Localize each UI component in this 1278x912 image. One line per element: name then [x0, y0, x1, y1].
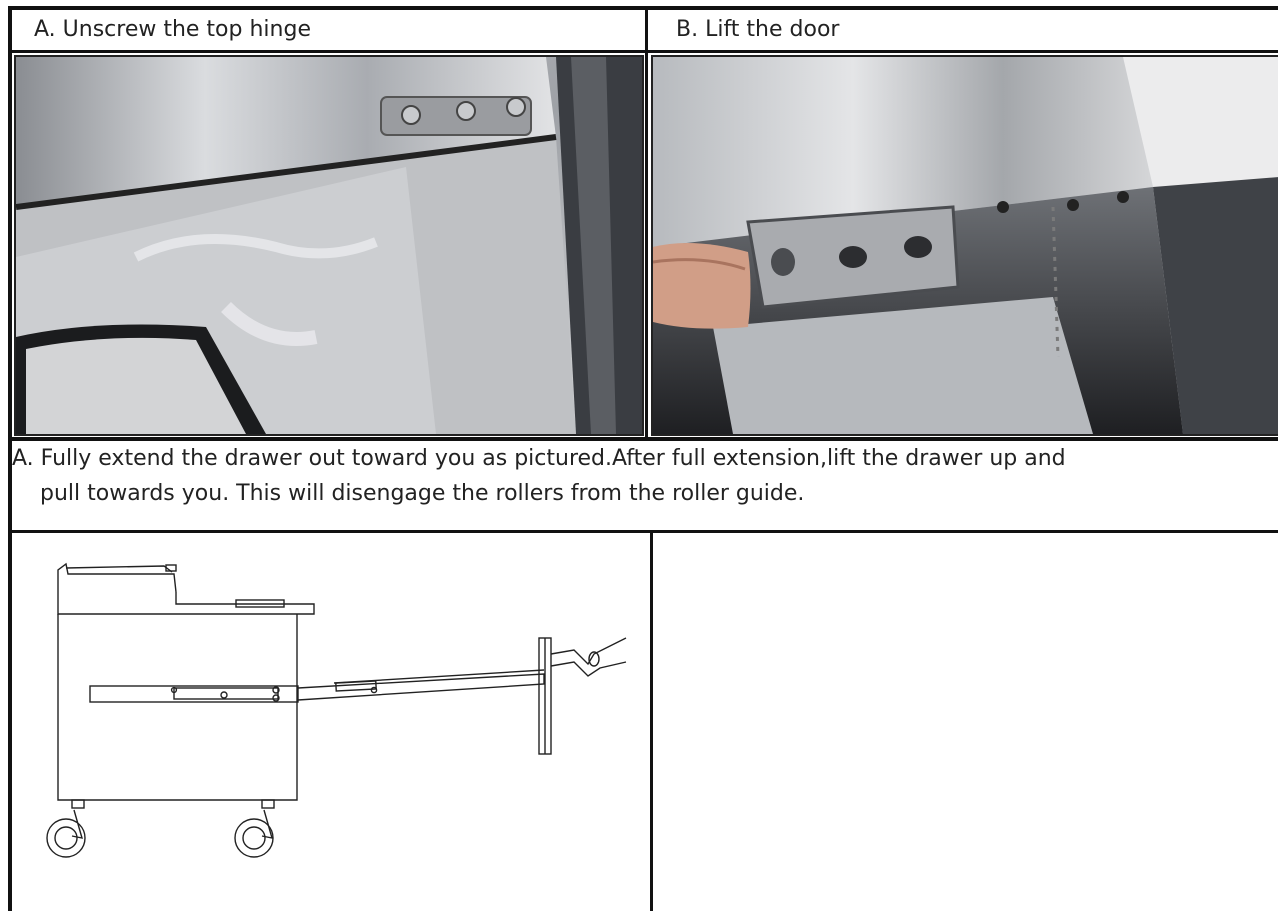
step-b-photo [651, 55, 1278, 436]
door-lift-photo-image [653, 57, 1278, 434]
top-rule [8, 6, 1278, 10]
middle-rule-lower [650, 530, 653, 911]
drawer-instruction-line-1: A. Fully extend the drawer out toward yo… [12, 446, 1066, 471]
step-b-caption: B. Lift the door [676, 17, 840, 42]
step-a-photo [14, 55, 644, 436]
text-row-rule [8, 530, 1278, 533]
hinge-photo-image [16, 57, 642, 434]
caption-row-rule [8, 50, 1278, 53]
step-a-caption: A. Unscrew the top hinge [34, 17, 311, 42]
drawer-extension-diagram [14, 538, 644, 908]
middle-rule-upper [645, 6, 648, 440]
left-rule [8, 6, 12, 911]
drawer-instruction-line-2: pull towards you. This will disengage th… [40, 481, 805, 506]
drawer-line-drawing [46, 562, 627, 858]
photo-row-rule [8, 437, 1278, 441]
